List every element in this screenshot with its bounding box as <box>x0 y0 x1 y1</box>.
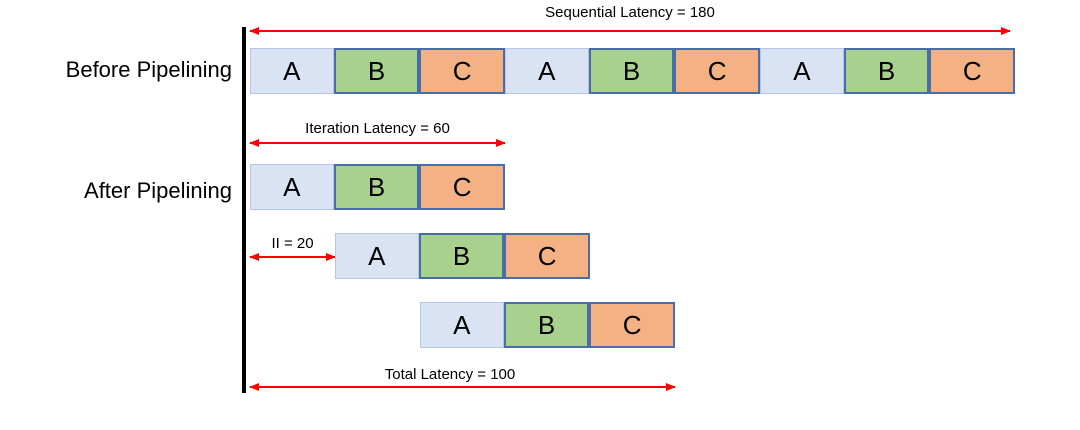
stage-cell: A <box>420 302 504 348</box>
stage-cell: B <box>418 233 505 279</box>
label-before-pipelining: Before Pipelining <box>65 57 232 82</box>
label-after-pipelining: After Pipelining <box>84 178 232 203</box>
stage-cell: C <box>419 164 506 210</box>
arrow-initiation-interval <box>249 253 336 261</box>
timeline-axis <box>242 27 246 393</box>
arrow-total-latency <box>249 383 676 391</box>
annotation-iteration-latency: Iteration Latency = 60 <box>305 120 450 137</box>
stage-cell: C <box>674 48 761 94</box>
stage-cell: B <box>333 48 420 94</box>
stage-cell: B <box>588 48 675 94</box>
arrow-iteration-latency <box>249 139 506 147</box>
stage-cell: A <box>335 233 419 279</box>
stage-cell: C <box>504 233 591 279</box>
row-before-pipelining: A B C A B C A B C <box>250 48 1016 94</box>
stage-cell: A <box>250 48 334 94</box>
stage-cell: B <box>503 302 590 348</box>
stage-cell: A <box>505 48 589 94</box>
stage-cell: A <box>760 48 844 94</box>
stage-cell: B <box>843 48 930 94</box>
stage-cell: B <box>333 164 420 210</box>
arrow-sequential-latency <box>249 27 1011 35</box>
row-after-iteration-2: A B C <box>335 233 591 279</box>
stage-cell: C <box>929 48 1016 94</box>
row-after-iteration-1: A B C <box>250 164 506 210</box>
annotation-sequential-latency: Sequential Latency = 180 <box>545 4 715 21</box>
row-after-iteration-3: A B C <box>420 302 676 348</box>
stage-cell: C <box>589 302 676 348</box>
stage-cell: A <box>250 164 334 210</box>
annotation-initiation-interval: II = 20 <box>271 235 314 252</box>
stage-cell: C <box>419 48 506 94</box>
annotation-total-latency: Total Latency = 100 <box>384 366 516 383</box>
